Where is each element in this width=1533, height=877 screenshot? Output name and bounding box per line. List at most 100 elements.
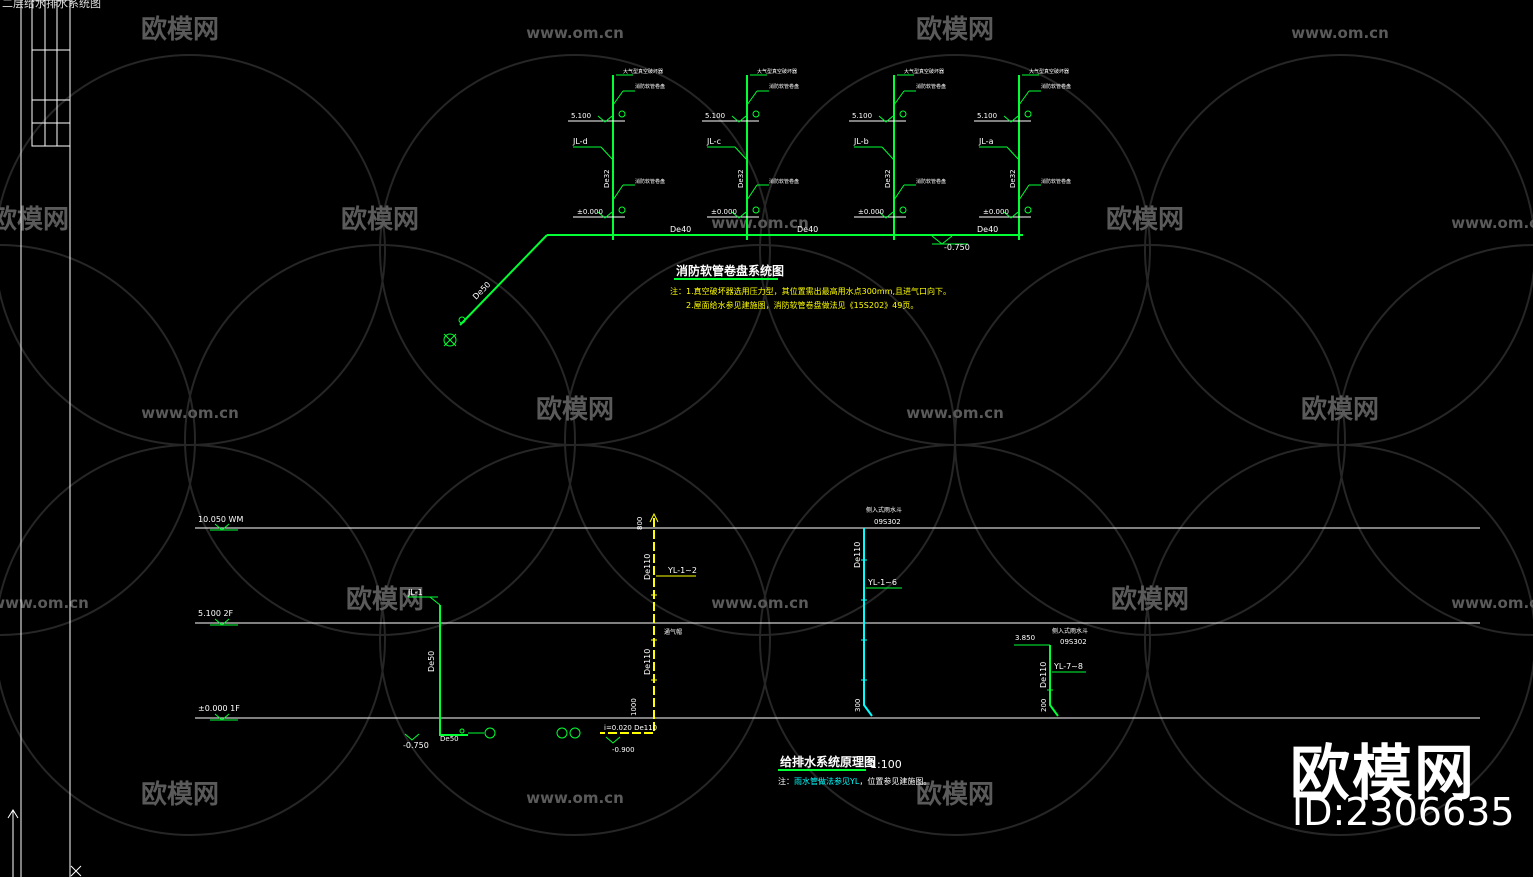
leader-line bbox=[1018, 184, 1030, 201]
svg-text:De110: De110 bbox=[1039, 662, 1048, 688]
elev-top: 5.100 bbox=[705, 112, 725, 120]
label-vacuum-breaker: 大气型真空破坏器 bbox=[1029, 68, 1069, 75]
elev-top: 5.100 bbox=[571, 112, 591, 120]
elev-mark bbox=[1003, 211, 1019, 219]
hose-reel-icon bbox=[752, 110, 760, 118]
watermark-brand-text: 欧模网 bbox=[141, 779, 219, 810]
watermark-site-text: www.om.cn bbox=[711, 594, 809, 612]
watermark-brand-text: 欧模网 bbox=[141, 14, 219, 45]
hose-reel-icon bbox=[1024, 206, 1032, 214]
elev-bottom: ±0.000 bbox=[858, 208, 884, 216]
svg-text:09S302: 09S302 bbox=[874, 518, 901, 526]
svg-text:De110: De110 bbox=[643, 649, 652, 675]
watermark-circle bbox=[1144, 54, 1533, 446]
hose-reel-icon bbox=[1024, 110, 1032, 118]
watermark-brand-text: 欧模网 bbox=[341, 204, 419, 235]
label-vacuum-breaker: 大气型真空破坏器 bbox=[757, 68, 797, 75]
label-hose-reel-mid: 消防软管卷盘 bbox=[1041, 178, 1071, 185]
elev-mark bbox=[597, 211, 613, 219]
hose-reel-icon bbox=[752, 206, 760, 214]
floor-label-2f: 5.100 2F bbox=[198, 609, 238, 626]
hose-reel-icon bbox=[618, 206, 626, 214]
gate-valve-icon bbox=[458, 316, 466, 324]
svg-text:De110: De110 bbox=[643, 554, 652, 580]
elev-mark bbox=[597, 115, 613, 123]
watermark-brand-text: 欧模网 bbox=[346, 584, 424, 615]
main-size-2: De40 bbox=[797, 225, 818, 234]
watermark-site-text: www.om.cn bbox=[1451, 214, 1533, 232]
riser-id: JL-d bbox=[572, 137, 588, 146]
label-hose-reel: 消防软管卷盘 bbox=[1041, 83, 1071, 90]
watermark-site-text: www.om.cn bbox=[526, 789, 624, 807]
elev-bottom: ±0.000 bbox=[983, 208, 1009, 216]
label-hose-reel: 消防软管卷盘 bbox=[635, 83, 665, 90]
elev-mark bbox=[731, 211, 747, 219]
watermark-layer: 欧模网 www.om.cn 欧模网 www.om.cn 欧模网 www.om.cn 欧模网 w… bbox=[0, 14, 1533, 836]
svg-text:侧入式雨水斗: 侧入式雨水斗 bbox=[1052, 627, 1088, 635]
svg-text:YL-1~6: YL-1~6 bbox=[867, 578, 897, 587]
branch-size-label: De50 bbox=[471, 280, 492, 301]
leader-line bbox=[746, 184, 758, 201]
riser-size: De32 bbox=[884, 169, 892, 188]
floor-label-1f: ±0.000 1F bbox=[198, 704, 240, 721]
riser-yl-1-2: YL-1~2 De110 De110 800 1000 通气帽 i=0.020 … bbox=[556, 512, 697, 754]
top-note-2: 2.屋面给水参见建施图，消防软管卷盘做法见《15S202》49页。 bbox=[686, 300, 918, 310]
watermark-circle bbox=[0, 244, 196, 636]
riser-yl-1-6: 侧入式雨水斗 09S302 YL-1~6 De110 300 bbox=[853, 506, 902, 717]
watermark-circle bbox=[1144, 444, 1533, 836]
label-hose-reel: 消防软管卷盘 bbox=[769, 83, 799, 90]
ucs-icon bbox=[7, 809, 82, 877]
svg-text:5.100 2F: 5.100 2F bbox=[198, 609, 234, 618]
top-note-1: 注：1.真空破坏器选用压力型，其位置需出最高用水点300mm,且进气口向下。 bbox=[670, 286, 951, 296]
watermark-brand-text: 欧模网 bbox=[916, 14, 994, 45]
bottom-diagram-scale: 1:100 bbox=[870, 758, 902, 771]
watermark-brand-text: 欧模网 bbox=[1111, 584, 1189, 615]
svg-text:800: 800 bbox=[636, 517, 644, 530]
leader-line bbox=[1006, 146, 1020, 161]
svg-text:通气帽: 通气帽 bbox=[664, 628, 682, 636]
drawing-tab-label: 二层给水排水系统图 bbox=[2, 0, 101, 10]
label-vacuum-breaker: 大气型真空破坏器 bbox=[623, 68, 663, 75]
brand-id-text: ID:2306635 bbox=[1292, 790, 1515, 834]
main-elevation-mark: -0.750 bbox=[931, 235, 970, 252]
svg-text:1000: 1000 bbox=[630, 698, 638, 716]
elev-top: 5.100 bbox=[977, 112, 997, 120]
top-diagram-title: 消防软管卷盘系统图 bbox=[676, 263, 784, 278]
svg-text:3.850: 3.850 bbox=[1015, 634, 1035, 642]
brand-logo-text: 欧模网 bbox=[1290, 739, 1476, 809]
label-hose-reel-mid: 消防软管卷盘 bbox=[635, 178, 665, 185]
svg-text:JL-1: JL-1 bbox=[407, 588, 423, 597]
riser-size: De32 bbox=[737, 169, 745, 188]
watermark-site-text: www.om.cn bbox=[1291, 24, 1389, 42]
elev-mark bbox=[878, 211, 894, 219]
svg-text:i=0.020 De110: i=0.020 De110 bbox=[604, 724, 657, 732]
svg-text:300: 300 bbox=[854, 699, 862, 712]
label-hose-reel-mid: 消防软管卷盘 bbox=[916, 178, 946, 185]
elev-bottom: ±0.000 bbox=[577, 208, 603, 216]
watermark-circle bbox=[954, 244, 1346, 636]
leader-line bbox=[600, 146, 614, 161]
leader-line bbox=[1018, 90, 1030, 106]
riser-yl-7-8: 3.850 侧入式雨水斗 09S302 YL-7~8 De110 200 bbox=[1014, 627, 1088, 717]
elev-mark bbox=[878, 115, 894, 123]
riser-size: De32 bbox=[1009, 169, 1017, 188]
svg-text:De110: De110 bbox=[853, 542, 862, 568]
svg-text:200: 200 bbox=[1040, 699, 1048, 712]
watermark-site-text: www.om.cn bbox=[711, 214, 809, 232]
riser-id: JL-b bbox=[853, 137, 869, 146]
svg-text:侧入式雨水斗: 侧入式雨水斗 bbox=[866, 506, 902, 514]
hose-reel-icon bbox=[899, 110, 907, 118]
watermark-circle bbox=[1337, 244, 1533, 636]
watermark-circle bbox=[0, 444, 386, 836]
label-hose-reel-mid: 消防软管卷盘 bbox=[769, 178, 799, 185]
leader-line bbox=[734, 146, 748, 161]
main-size-3: De40 bbox=[977, 225, 998, 234]
leader-line bbox=[746, 90, 758, 106]
elev-top: 5.100 bbox=[852, 112, 872, 120]
svg-text:09S302: 09S302 bbox=[1060, 638, 1087, 646]
hose-reel-icon bbox=[899, 206, 907, 214]
